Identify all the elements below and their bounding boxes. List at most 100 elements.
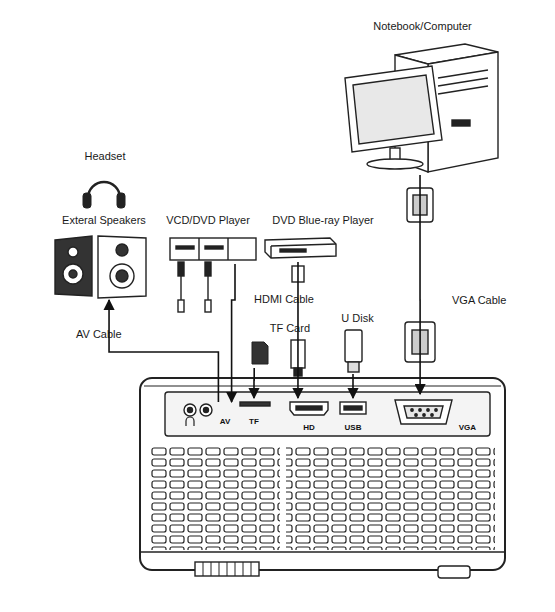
device-label: Exteral Speakers xyxy=(48,214,160,227)
cable-connector xyxy=(419,175,421,394)
hdmi-plug xyxy=(291,340,305,368)
headset-icon xyxy=(88,182,120,198)
port-label: VGA xyxy=(390,423,476,432)
device-box: DVD Blue-ray Player xyxy=(262,214,384,262)
vcd-player xyxy=(205,262,211,276)
vcd-player xyxy=(178,300,184,312)
speaker-pair xyxy=(68,247,78,257)
projector-ports xyxy=(188,408,193,413)
projector-body xyxy=(150,446,495,550)
bluray-player xyxy=(271,244,336,258)
speaker-pair xyxy=(110,264,134,288)
device-label: TF Card xyxy=(248,322,310,335)
projector-ports xyxy=(427,409,429,411)
device-label: U Disk xyxy=(335,312,380,325)
projector-ports xyxy=(411,409,413,411)
vga-plug xyxy=(407,188,433,222)
tf-card-icon xyxy=(252,342,268,364)
computer-tower xyxy=(452,120,470,126)
projector-body xyxy=(144,385,501,386)
port-label: AV xyxy=(214,417,236,426)
computer-monitor xyxy=(353,75,434,144)
device-label: Headset xyxy=(70,150,140,163)
vcd-player xyxy=(199,238,228,260)
usb-stick xyxy=(345,330,362,372)
projector-ports xyxy=(435,409,437,411)
projector-ports xyxy=(240,402,270,406)
vga-plug xyxy=(413,195,427,215)
vcd-player xyxy=(205,246,223,249)
device-box: Exteral Speakers xyxy=(48,214,160,300)
projector-body xyxy=(195,562,259,576)
device-label: DVD Blue-ray Player xyxy=(262,214,384,227)
speaker-pair xyxy=(116,270,128,282)
vcd-player xyxy=(205,300,211,312)
cable-connector xyxy=(109,300,218,402)
cable-connector xyxy=(232,264,235,402)
device-box: U Disk xyxy=(335,312,380,374)
vcd-player xyxy=(178,262,184,276)
device-box: TF Card xyxy=(248,322,310,368)
projector-ports xyxy=(419,409,421,411)
vga-plug xyxy=(405,322,435,362)
bluray-player xyxy=(280,249,306,252)
cable-label: HDMI Cable xyxy=(254,293,314,306)
projector-ports xyxy=(290,402,328,415)
vga-plug xyxy=(405,188,435,362)
projector-ports xyxy=(423,414,425,416)
hdmi-plug xyxy=(291,266,305,376)
cable-label: VGA Cable xyxy=(452,294,506,307)
projector-body xyxy=(140,378,505,570)
device-label: VCD/DVD Player xyxy=(158,214,258,227)
projector-body xyxy=(165,392,490,436)
usb-stick xyxy=(345,330,362,362)
speaker-pair xyxy=(55,236,146,298)
headset-icon xyxy=(83,193,91,208)
port-label: USB xyxy=(336,423,370,432)
speaker-pair xyxy=(55,236,92,296)
usb-stick xyxy=(348,362,359,372)
speaker-pair xyxy=(116,244,128,256)
projector-ports xyxy=(340,402,366,414)
projector-ports xyxy=(344,406,362,410)
computer-tower xyxy=(438,70,488,94)
vcd-player xyxy=(170,238,256,260)
projector-body xyxy=(438,566,470,578)
vcd-player xyxy=(176,246,194,249)
projector-ports xyxy=(404,406,443,418)
speaker-pair xyxy=(98,236,146,298)
port-box: VGA xyxy=(390,394,476,432)
projector-ports xyxy=(184,404,196,416)
device-box: VCD/DVD Player xyxy=(158,214,258,264)
bluray-player xyxy=(265,238,336,258)
hdmi-plug xyxy=(294,368,302,376)
projector-body xyxy=(203,562,251,576)
speaker-pair xyxy=(69,270,77,278)
speaker-pair xyxy=(63,264,83,284)
projector-body xyxy=(140,378,505,578)
projector-ports xyxy=(431,414,433,416)
projector-ports xyxy=(186,417,194,426)
headset-icon xyxy=(83,182,125,208)
vcd-player xyxy=(170,238,256,312)
projector-ports xyxy=(200,404,212,416)
projector-body xyxy=(280,446,286,550)
port-box: AV xyxy=(214,402,236,426)
device-label: Notebook/Computer xyxy=(340,20,505,33)
tf-card-icon xyxy=(252,342,268,364)
vcd-player xyxy=(181,276,208,300)
bluray-player xyxy=(265,238,336,258)
projector-ports xyxy=(395,400,452,424)
cable-connector xyxy=(297,262,299,398)
port-box: USB xyxy=(336,398,370,432)
port-label: TF xyxy=(236,417,272,426)
projector-ports xyxy=(184,400,452,426)
headset-icon xyxy=(117,193,125,208)
cable-connector xyxy=(253,368,255,398)
hdmi-plug xyxy=(292,266,304,282)
port-label: HD xyxy=(286,423,332,432)
port-box: HD xyxy=(286,398,332,432)
computer-monitor xyxy=(345,66,442,152)
computer-monitor xyxy=(345,66,442,169)
